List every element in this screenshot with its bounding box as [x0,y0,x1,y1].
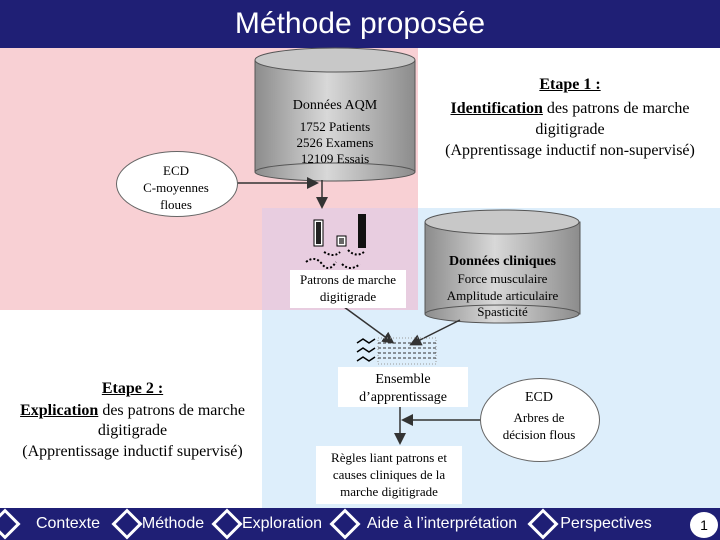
step2-sub: (Apprentissage inductif supervisé) [22,443,243,460]
training-set-icon [356,337,437,365]
nav-aide-interpretation[interactable]: Aide à l’interprétation [366,515,518,532]
nav-methode[interactable]: Méthode [141,515,205,532]
arrow-clinical-to-set [409,319,461,346]
training-set-line-2: d’apprentissage [359,390,447,405]
clinical-database-icon [424,209,581,324]
rules-line-3: marche digitigrade [340,484,438,499]
rules-line-2: causes cliniques de la [332,467,446,482]
clinical-database-label: Données cliniques [449,254,556,269]
step1-heading: Etape 1 : [539,76,601,93]
rules-box [316,446,462,504]
nav-perspectives[interactable]: Perspectives [560,515,652,532]
ecd-cmeans-line-3: floues [160,197,192,212]
step1-sub: (Apprentissage inductif non-supervisé) [445,142,695,159]
step1-description: Identification des patrons de marche dig… [420,98,720,140]
nav-exploration[interactable]: Exploration [241,515,323,532]
ecd-trees-line-1: ECD [525,390,553,405]
patterns-line-2: digitigrade [319,289,377,304]
aqm-database-icon [254,47,416,182]
clinical-line-2: Amplitude articulaire [446,288,559,303]
aqm-line-2: 2526 Examens [296,135,374,150]
nav-contexte[interactable]: Contexte [35,515,101,532]
aqm-database-label: Données AQM [292,98,378,113]
step2-rest: des patrons de marche digitigrade [97,402,245,439]
aqm-line-1: 1752 Patients [299,119,371,134]
rules-line-1: Règles liant patrons et [331,450,447,465]
ecd-cmeans-ellipse [116,151,238,217]
ecd-trees-line-3: décision flous [502,427,576,442]
arrow-patterns-to-set [339,303,395,344]
training-set-box [338,367,468,407]
patterns-box [290,270,406,308]
patterns-curves-icon [305,249,365,269]
patterns-bars-icon [313,214,366,248]
patterns-line-1: Patrons de marche [299,272,397,287]
training-set-line-1: Ensemble [375,372,431,387]
ecd-cmeans-line-2: C-moyennes [143,180,209,195]
pink-zone-left [0,208,262,310]
clinical-line-3: Spasticité [477,304,528,319]
step2-description: Explication des patrons de marche digiti… [0,401,265,441]
aqm-line-3: 12109 Essais [300,151,370,166]
ecd-trees-ellipse [480,378,600,462]
page-number: 1 [690,512,718,538]
step1-rest: des patrons de marche digitigrade [535,100,690,138]
step1-emphasis: Identification [450,100,543,117]
step2-heading: Etape 2 : [101,380,164,397]
clinical-line-1: Force musculaire [457,271,548,286]
step2-emphasis: Explication [20,402,99,419]
ecd-trees-line-2: Arbres de [513,410,565,425]
ecd-cmeans-line-1: ECD [163,163,189,178]
page-title: Méthode proposée [0,0,720,48]
